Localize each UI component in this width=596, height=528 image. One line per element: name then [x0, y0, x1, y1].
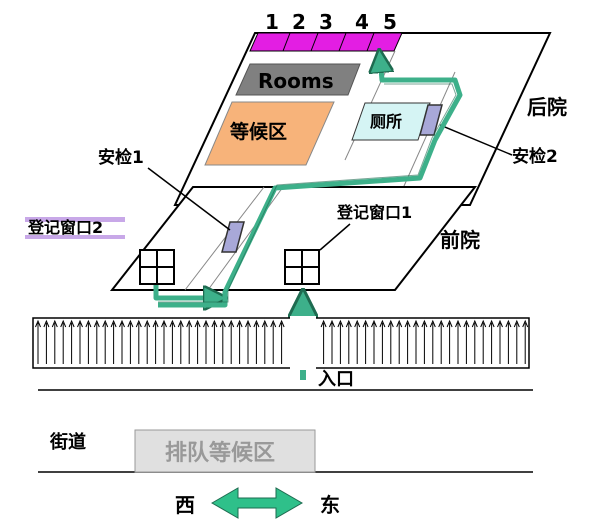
fence-posts — [35, 319, 529, 364]
fence-post-tip — [404, 319, 411, 328]
queue-waiting-area-label: 排队等候区 — [165, 440, 275, 466]
fence-post-tip — [228, 319, 235, 328]
fence-post-tip — [77, 319, 83, 328]
room-number-1: 1 — [265, 10, 279, 34]
fence-post-tip — [211, 319, 218, 328]
security-check-1-device — [221, 221, 245, 253]
fence-post-tip — [413, 319, 419, 328]
fence-post-tip — [379, 319, 386, 328]
fence-post-tip — [497, 319, 503, 328]
room-number-strip — [249, 32, 403, 52]
fence-post-tip — [270, 319, 277, 328]
registration-window-2-highlight — [25, 217, 125, 222]
fence-post-tip — [480, 319, 487, 328]
rooms-box — [235, 63, 361, 96]
fence-post-tip — [203, 319, 209, 328]
fence-post-tip — [245, 319, 251, 328]
fence-post-tip — [169, 319, 176, 328]
back-yard-label: 后院 — [527, 95, 567, 119]
room-number-4: 4 — [355, 10, 369, 34]
waiting-area-label: 等候区 — [229, 120, 287, 143]
fence-post-tip — [387, 319, 394, 328]
fence-post-tip — [337, 319, 344, 328]
fence-post-tip — [85, 319, 92, 328]
fence-post-tip — [455, 319, 461, 328]
fence-post-tip — [152, 319, 159, 328]
fence-post-tip — [194, 319, 201, 328]
fence-post-tip — [522, 319, 529, 328]
fence-post-tip — [329, 319, 335, 328]
east-label: 东 — [320, 493, 340, 517]
registration-window-2-label: 登记窗口2 — [27, 218, 103, 237]
room-number-2: 2 — [292, 10, 306, 34]
fence-post-tip — [261, 319, 268, 328]
registration-window-1-label: 登记窗口1 — [336, 203, 412, 222]
fence-post-tip — [446, 319, 453, 328]
queue-waiting-area-box — [134, 429, 316, 473]
fence-post-tip — [396, 319, 403, 328]
room-number-3: 3 — [319, 10, 333, 34]
fence — [32, 316, 530, 370]
visitor-path — [153, 58, 463, 305]
fence-post-tip — [253, 319, 260, 328]
fence-post-tip — [505, 319, 512, 328]
restroom-label: 厕所 — [370, 112, 402, 131]
fence-post-tip — [51, 319, 58, 328]
fence-post-tip — [236, 319, 243, 328]
fence-post-tip — [471, 319, 478, 328]
fence-post-tip — [35, 319, 41, 328]
security-check-1-label: 安检1 — [98, 147, 144, 168]
fence-post-tip — [421, 319, 428, 328]
street-label: 街道 — [49, 431, 86, 453]
restroom-box — [351, 102, 431, 141]
front-yard-label: 前院 — [440, 228, 480, 252]
fence-post-tip — [429, 319, 436, 328]
fence-post-tip — [119, 319, 125, 328]
fence-post-tip — [345, 319, 352, 328]
fence-post-tip — [102, 319, 109, 328]
fence-post-tip — [60, 319, 67, 328]
fence-post-tip — [110, 319, 117, 328]
room-number-5: 5 — [383, 10, 397, 34]
fence-post-tip — [438, 319, 445, 328]
west-east-arrow — [210, 487, 304, 519]
fence-post-tip — [513, 319, 520, 328]
fence-post-tip — [135, 319, 142, 328]
fence-post-tip — [219, 319, 226, 328]
fence-post-tip — [161, 319, 167, 328]
fence-post-tip — [371, 319, 377, 328]
fence-post-tip — [463, 319, 470, 328]
fence-post-tip — [488, 319, 495, 328]
fence-post-tip — [186, 319, 193, 328]
entrance-label: 入口 — [318, 369, 354, 390]
waiting-area-box — [204, 101, 335, 166]
rooms-label: Rooms — [258, 69, 334, 93]
registration-window-1-booth — [284, 249, 320, 285]
fence-post-tip — [177, 319, 184, 328]
security-check-2-label: 安检2 — [512, 146, 558, 167]
fence-post-tip — [320, 319, 327, 328]
fence-post-tip — [362, 319, 369, 328]
fence-post-tip — [127, 319, 134, 328]
fence-post-tip — [68, 319, 75, 328]
fence-post-tip — [144, 319, 151, 328]
fence-post-tip — [354, 319, 361, 328]
fence-post-tip — [43, 319, 50, 328]
fence-post-tip — [278, 319, 285, 328]
west-label: 西 — [175, 493, 195, 517]
registration-window-2-booth — [139, 249, 175, 285]
fence-post-tip — [93, 319, 100, 328]
